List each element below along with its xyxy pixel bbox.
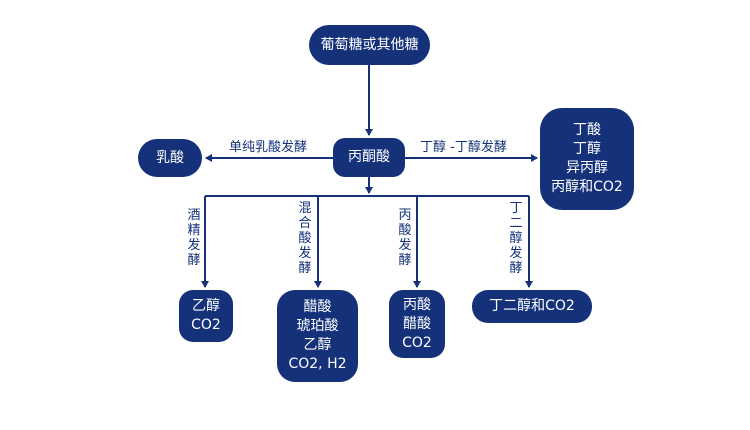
node-mixed-acid-line-3: 乙醇 [303, 337, 332, 353]
node-propionic-line-2: 醋酸 [403, 315, 431, 332]
edge-label-alcohol-char: 发 [187, 238, 201, 253]
node-ethanol-line-1: 乙醇 [192, 298, 220, 314]
edge-label-butanediol-char: 发 [509, 246, 523, 261]
edge-label-propionic-char: 酸 [398, 223, 412, 238]
node-propionic: 丙酸 醋酸 CO2 [389, 290, 445, 358]
node-glucose: 葡萄糖或其他糖 [309, 25, 430, 65]
edge-label-mixed-char: 发 [298, 246, 312, 261]
edge-label-propionic: 丙 酸 发 酵 [397, 208, 413, 268]
node-propionic-line-3: CO2 [402, 334, 432, 351]
node-butyric-line-3: 异丙醇 [566, 160, 608, 176]
edge-label-butanediol-char: 醇 [509, 231, 523, 246]
node-butanediol: 丁二醇和CO2 [472, 290, 592, 323]
node-mixed-acid-line-1: 醋酸 [303, 299, 332, 315]
node-butanediol-label: 丁二醇和CO2 [489, 298, 575, 314]
edge-label-mixed-char: 混 [298, 201, 312, 216]
node-mixed-acid-line-4: CO2, H2 [288, 356, 347, 372]
edge-label-propionic-char: 发 [398, 238, 412, 253]
edge-label-mixed-char: 酸 [298, 231, 312, 246]
edge-label-butanediol-char: 丁 [509, 201, 523, 216]
edge-label-butyl: 丁醇 -丁醇发酵 [420, 140, 507, 155]
node-butyric-line-4: 丙醇和CO2 [551, 179, 623, 195]
edge-label-butanediol-char: 酵 [509, 261, 523, 276]
edge-label-alcohol-char: 酒 [187, 208, 201, 223]
node-butyric-line-1: 丁酸 [573, 122, 601, 138]
edge-label-alcohol-char: 酵 [187, 253, 201, 268]
node-mixed-acid-line-2: 琥珀酸 [296, 318, 339, 334]
edge-label-mixed-char: 合 [298, 216, 312, 231]
edge-label-propionic-char: 酵 [398, 253, 412, 268]
node-mixed-acid: 醋酸 琥珀酸 乙醇 CO2, H2 [277, 290, 358, 382]
node-butyric: 丁酸 丁醇 异丙醇 丙醇和CO2 [540, 108, 634, 210]
edge-label-butanediol-char: 二 [509, 216, 523, 231]
node-pyruvate: 丙酮酸 [333, 138, 405, 177]
edge-label-alcohol-char: 精 [187, 223, 201, 238]
node-lactic-acid: 乳酸 [138, 139, 202, 177]
node-propionic-line-1: 丙酸 [403, 296, 431, 313]
edge-label-butanediol: 丁 二 醇 发 酵 [508, 201, 524, 276]
edge-label-alcohol: 酒 精 发 酵 [186, 208, 202, 268]
node-ethanol: 乙醇 CO2 [179, 290, 233, 342]
node-lactic-acid-label: 乳酸 [156, 149, 184, 166]
edge-label-mixed-char: 酵 [298, 261, 312, 276]
node-pyruvate-label: 丙酮酸 [348, 149, 390, 165]
edge-label-lactic: 单纯乳酸发酵 [229, 140, 308, 155]
node-butyric-line-2: 丁醇 [573, 141, 601, 157]
edge-label-propionic-char: 丙 [398, 208, 412, 223]
edge-label-mixed: 混 合 酸 发 酵 [297, 201, 313, 276]
node-glucose-label: 葡萄糖或其他糖 [320, 36, 419, 53]
node-ethanol-line-2: CO2 [191, 317, 221, 333]
